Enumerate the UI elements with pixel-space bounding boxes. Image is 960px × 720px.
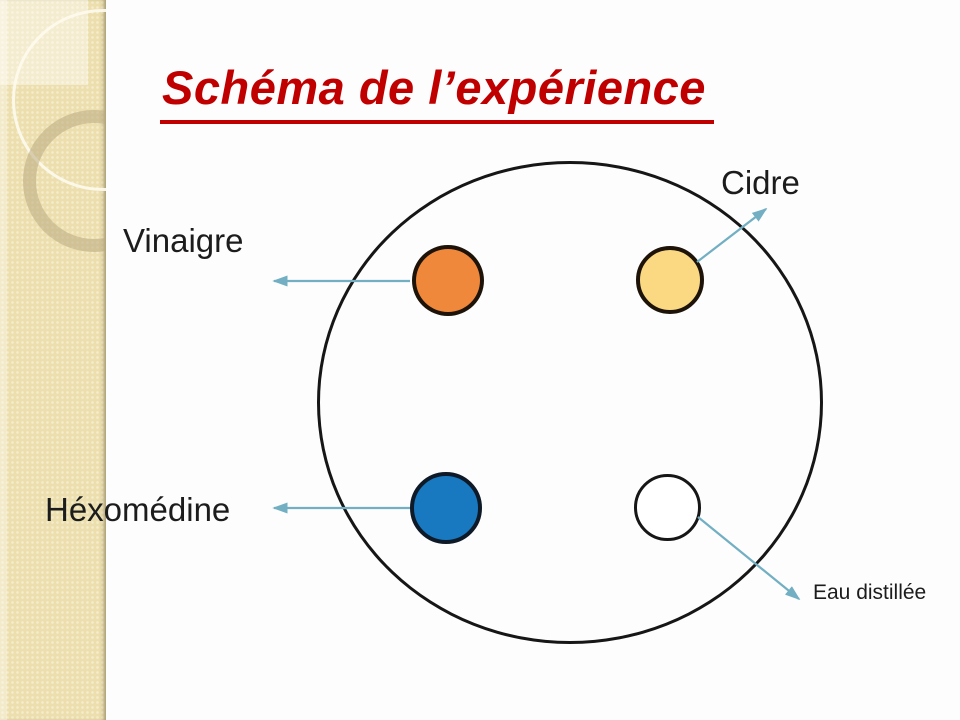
eau-distillee-spot bbox=[634, 474, 701, 541]
slide-title: Schéma de l’expérience bbox=[160, 60, 714, 124]
vinaigre-spot bbox=[412, 245, 484, 316]
petri-dish-circle bbox=[317, 161, 823, 644]
vinaigre-label: Vinaigre bbox=[123, 222, 244, 259]
hexomedine-label: Héxomédine bbox=[45, 491, 231, 528]
eau-distillee-label: Eau distillée bbox=[813, 581, 927, 604]
sidebar-edge-highlight bbox=[0, 0, 7, 720]
cidre-label: Cidre bbox=[721, 164, 800, 201]
cidre-spot bbox=[636, 246, 704, 314]
hexomedine-spot bbox=[410, 472, 482, 544]
sidebar-decoration bbox=[0, 0, 106, 720]
